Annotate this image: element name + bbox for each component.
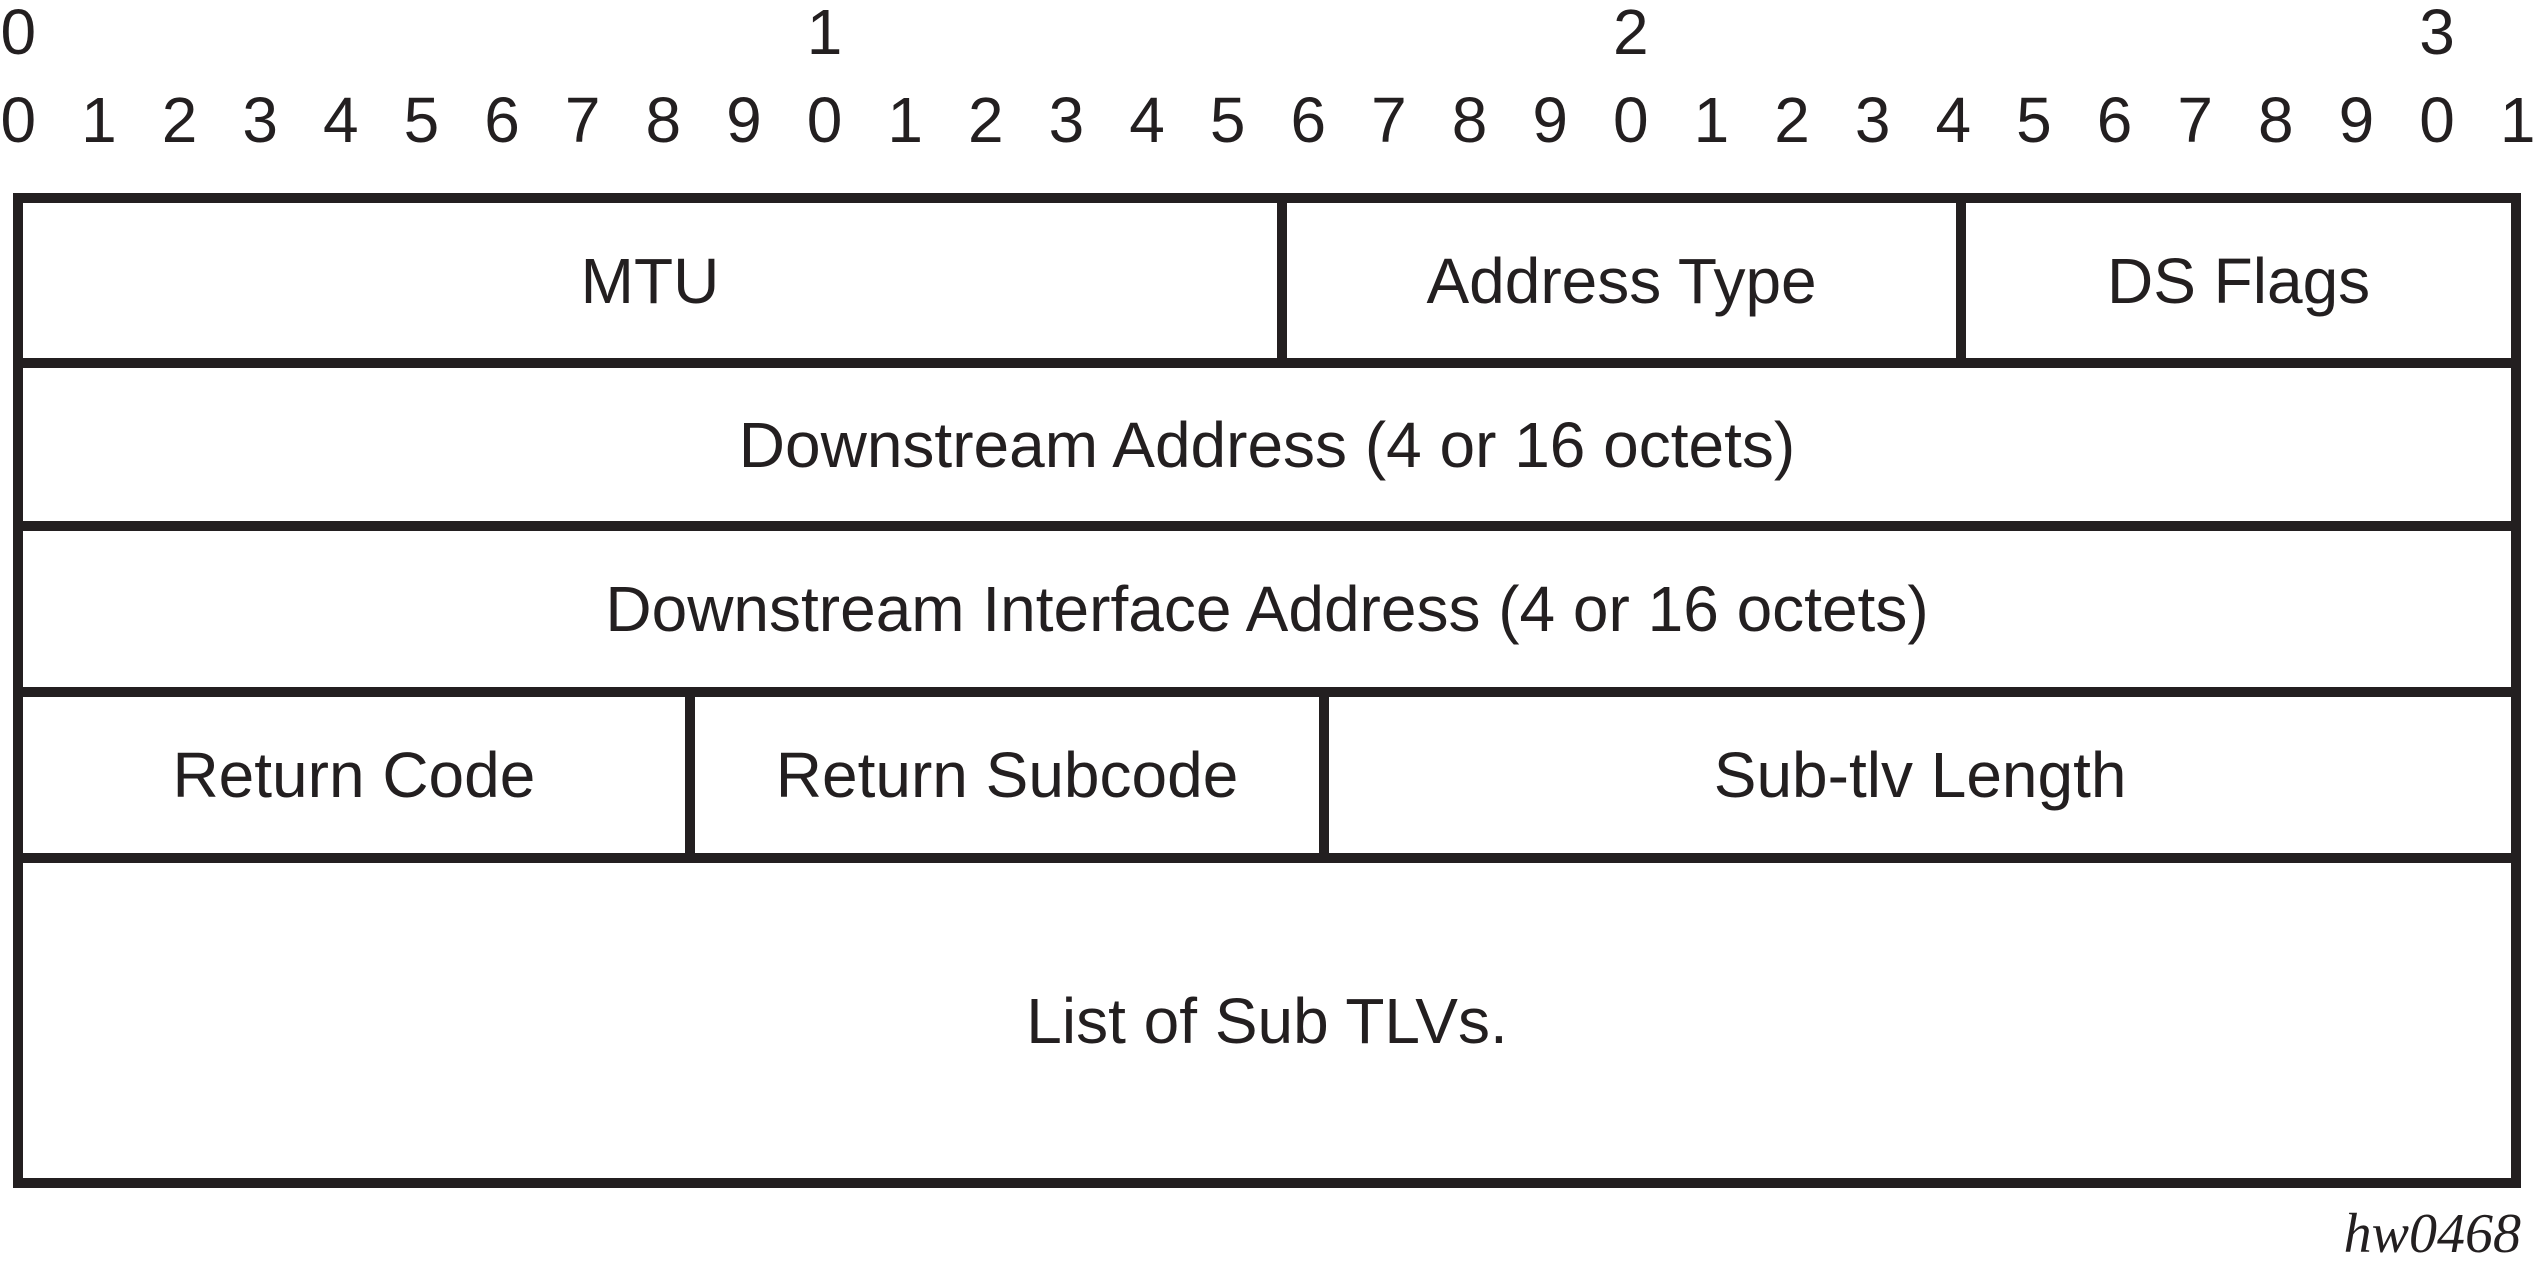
ruler-bit-digit: 7 <box>1371 84 1407 156</box>
ruler-tens-digit <box>2316 0 2397 64</box>
table-row-5: List of Sub TLVs. <box>23 853 2511 1178</box>
table-row-3: Downstream Interface Address (4 or 16 oc… <box>23 521 2511 687</box>
ruler-bit-digit: 9 <box>2338 84 2375 156</box>
ruler-bit-digit: 2 <box>968 84 1004 156</box>
ruler-tens-digit <box>1510 0 1591 64</box>
field-mtu: MTU <box>580 244 720 317</box>
ruler-bit-digit: 7 <box>564 84 601 156</box>
ruler-bit-digit: 3 <box>242 84 278 156</box>
ruler-tens-digit: 0 <box>0 0 37 68</box>
ruler-tens-digit <box>946 0 1027 64</box>
ruler-bit-digit: 6 <box>1290 84 1327 156</box>
ruler-tens-digit <box>1429 0 1510 64</box>
ruler-bit-digit: 8 <box>1451 84 1488 156</box>
ruler-bit-digit: 9 <box>726 84 762 156</box>
table-row-2: Downstream Address (4 or 16 octets) <box>23 358 2511 521</box>
ruler-tens-digit <box>1671 0 1752 64</box>
ruler-bit-digit: 0 <box>806 84 843 156</box>
table-row-4: Return Code Return Subcode Sub-tlv Lengt… <box>23 687 2511 853</box>
ruler-tens-digit <box>704 0 785 64</box>
ruler-bit-digit: 8 <box>2258 84 2294 156</box>
packet-field-table: MTU Address Type DS Flags Downstream Add… <box>13 193 2521 1188</box>
ruler-tens-digit <box>1026 0 1107 64</box>
field-downstream-address: Downstream Address (4 or 16 octets) <box>738 408 1796 481</box>
ruler-tens-digit <box>542 0 623 64</box>
ruler-tens-digit <box>1187 0 1268 64</box>
ruler-bit-digit: 3 <box>1048 84 1085 156</box>
ruler-bit-digit: 9 <box>1532 84 1568 156</box>
ruler-tens-digit <box>139 0 220 64</box>
ruler-bit-digit: 1 <box>2499 84 2536 156</box>
ruler-tens-digit <box>1107 0 1188 64</box>
table-row-1: MTU Address Type DS Flags <box>23 203 2511 358</box>
ruler-tens-digit <box>623 0 704 64</box>
ruler-bit-digit: 6 <box>484 84 520 156</box>
ruler-bit-digit: 2 <box>1774 84 1810 156</box>
ruler-bit-digit: 2 <box>161 84 198 156</box>
figure-id: hw0468 <box>2343 1203 2521 1265</box>
ruler-bit-digit: 5 <box>1209 84 1246 156</box>
ruler-tens-digit: 1 <box>806 0 843 68</box>
ruler-bit-digit: 4 <box>323 84 359 156</box>
field-return-subcode: Return Subcode <box>684 697 1319 853</box>
ruler-bit-digit: 8 <box>645 84 682 156</box>
ruler-tens-digit <box>2477 0 2543 64</box>
ruler-tens-digit <box>2074 0 2155 64</box>
ruler-tens-digit <box>1994 0 2075 64</box>
ruler-bit-digit: 5 <box>403 84 440 156</box>
ruler-bit-digit: 5 <box>2016 84 2052 156</box>
ruler-tens-digit <box>1913 0 1994 64</box>
ruler-bit-digit: 7 <box>2177 84 2213 156</box>
ruler-tens-digit: 2 <box>1613 0 1649 68</box>
ruler-tens-digit <box>2155 0 2236 64</box>
ruler-bit-digit: 1 <box>887 84 923 156</box>
ruler-bit-digit: 3 <box>1854 84 1891 156</box>
ruler-bit-digit: 4 <box>1129 84 1165 156</box>
field-list-of-sub-tlvs: List of Sub TLVs. <box>1026 984 1508 1057</box>
field-return-code: Return Code <box>172 739 536 811</box>
ruler-bit-digit: 6 <box>2096 84 2133 156</box>
ruler-tens-digit <box>59 0 140 64</box>
ruler-tens-digit <box>865 0 946 64</box>
field-sub-tlv-length: Sub-tlv Length <box>1319 697 2511 853</box>
field-address-type: Address Type <box>1276 203 1956 358</box>
ruler-tens-digit <box>1268 0 1349 64</box>
ruler-tens-digit <box>462 0 543 64</box>
ruler-tens-digit <box>1832 0 1913 64</box>
ruler-tens-digit <box>381 0 462 64</box>
field-downstream-interface-address: Downstream Interface Address (4 or 16 oc… <box>605 573 1929 645</box>
ruler-bit-digit: 1 <box>81 84 117 156</box>
field-ds-flags: DS Flags <box>1956 203 2511 358</box>
ruler-bit-digit: 0 <box>0 84 37 156</box>
ruler-bit-digit: 1 <box>1693 84 1730 156</box>
ruler-tens-digit <box>301 0 382 64</box>
ruler-tens-digit <box>1752 0 1833 64</box>
ruler-tens-digit <box>220 0 301 64</box>
ruler-tens-digit <box>1349 0 1430 64</box>
ruler-tens-digit: 3 <box>2419 0 2455 68</box>
ruler-tens-digit <box>2236 0 2317 64</box>
ruler-bit-digit: 0 <box>2419 84 2455 156</box>
ruler-bit-digit: 4 <box>1935 84 1972 156</box>
ruler-bit-digit: 0 <box>1613 84 1649 156</box>
